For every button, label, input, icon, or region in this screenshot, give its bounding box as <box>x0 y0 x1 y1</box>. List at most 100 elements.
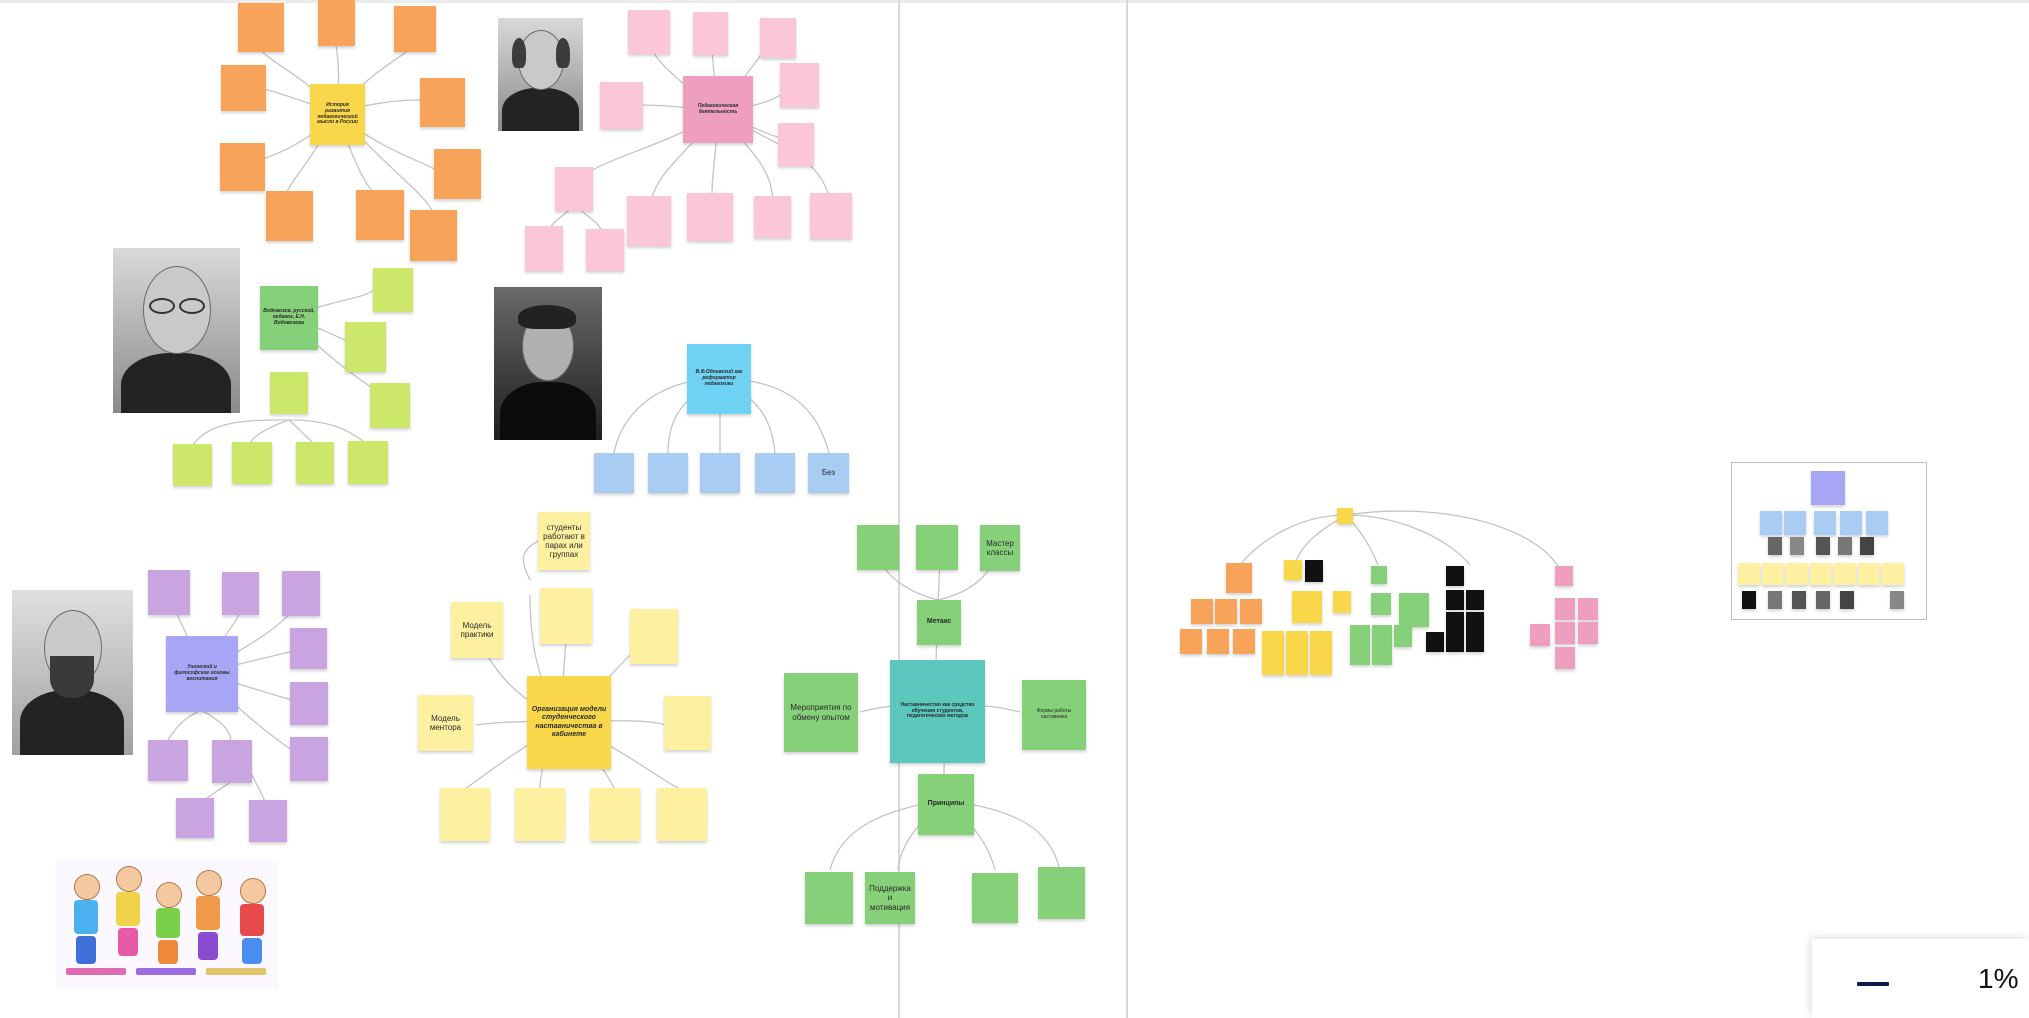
sticky-note-pink-center[interactable]: Педагогическая деятельность <box>683 76 753 143</box>
sticky-note-yellow-center[interactable]: Организация модели студенческого наставн… <box>527 676 611 769</box>
sticky-note[interactable] <box>627 196 671 246</box>
sticky-note[interactable] <box>220 143 265 191</box>
sticky-note[interactable] <box>266 191 313 241</box>
sticky-note[interactable] <box>148 570 190 615</box>
minus-icon <box>1857 982 1889 986</box>
sticky-note-vodovozov[interactable]: Водовозов, русский, педагог, Е.Н. Водово… <box>260 286 318 350</box>
sticky-note[interactable] <box>176 798 214 838</box>
portrait-image <box>113 248 240 413</box>
zoom-controls: 1% <box>1812 939 2029 1018</box>
kids-illustration <box>56 860 278 988</box>
sticky-note[interactable]: Без <box>808 453 849 493</box>
sticky-note[interactable] <box>857 525 899 570</box>
sticky-note[interactable] <box>628 10 670 54</box>
note-text: Поддержка и мотивация <box>869 884 911 912</box>
sticky-note[interactable] <box>148 740 188 781</box>
sticky-note[interactable]: Модель ментора <box>418 695 473 751</box>
sticky-note-purple-center[interactable]: Ушинский и философские основы воспитания <box>166 636 238 712</box>
sticky-note-teal-center[interactable]: Наставничество как средство обучения сту… <box>890 660 985 763</box>
note-text: Формы работы наставника <box>1036 708 1072 720</box>
note-text: Мероприятия по обмену опытом <box>790 703 852 722</box>
sticky-note[interactable] <box>664 696 711 750</box>
sticky-note[interactable] <box>173 444 212 486</box>
sticky-note[interactable] <box>700 453 740 493</box>
sticky-note[interactable] <box>212 740 252 783</box>
sticky-note[interactable] <box>590 788 640 841</box>
sticky-note[interactable]: Модель практики <box>451 602 503 658</box>
note-text: Ушинский и философские основы воспитания <box>174 664 230 682</box>
sticky-note[interactable] <box>270 372 308 414</box>
sticky-note[interactable] <box>370 383 410 428</box>
sticky-note[interactable] <box>778 123 814 166</box>
sticky-note[interactable] <box>434 149 481 199</box>
note-text: Модель практики <box>460 620 494 639</box>
sticky-note[interactable] <box>754 196 791 238</box>
note-text: История развития педагогической мысли в … <box>317 102 358 126</box>
sticky-note-forms[interactable]: Формы работы наставника <box>1022 680 1086 750</box>
sticky-note[interactable] <box>290 628 327 669</box>
sticky-note[interactable] <box>290 737 328 781</box>
sticky-note-principles[interactable]: Принципы <box>918 774 974 835</box>
sticky-note[interactable] <box>755 453 795 493</box>
sticky-note-history-center[interactable]: История развития педагогической мысли в … <box>310 84 365 145</box>
note-text: студенты работают в парах или группах <box>543 522 585 560</box>
sticky-note[interactable] <box>221 65 266 111</box>
sticky-note[interactable] <box>249 800 287 842</box>
note-text: Наставничество как средство обучения сту… <box>900 701 975 720</box>
sticky-note[interactable] <box>657 788 707 841</box>
note-text: Метакс <box>926 618 952 626</box>
sticky-note[interactable] <box>916 525 958 570</box>
sticky-note[interactable] <box>420 78 465 127</box>
sticky-note-master-class[interactable]: Мастер классы <box>980 525 1020 571</box>
sticky-note[interactable] <box>586 229 624 271</box>
sticky-note[interactable] <box>630 609 678 664</box>
sticky-note[interactable] <box>594 453 634 493</box>
frame-divider <box>898 0 900 1018</box>
sticky-note[interactable] <box>356 190 404 240</box>
note-text: Принципы <box>927 800 965 808</box>
sticky-note[interactable] <box>648 453 688 493</box>
zoom-level: 1% <box>1978 963 2019 994</box>
sticky-note[interactable] <box>318 0 355 46</box>
sticky-note[interactable] <box>515 788 565 841</box>
sticky-note[interactable] <box>232 442 272 484</box>
sticky-note[interactable] <box>410 210 457 261</box>
portrait-image <box>498 18 583 131</box>
sticky-note[interactable] <box>555 167 593 211</box>
sticky-note[interactable] <box>394 6 436 52</box>
note-text: Организация модели студенческого наставн… <box>531 706 607 738</box>
sticky-note[interactable] <box>222 572 259 615</box>
sticky-note[interactable] <box>345 322 386 372</box>
sticky-note[interactable] <box>525 226 563 271</box>
top-border <box>0 0 2029 3</box>
sticky-note[interactable] <box>760 18 796 58</box>
sticky-note[interactable] <box>810 193 852 239</box>
sticky-note[interactable] <box>780 63 819 107</box>
sticky-note[interactable] <box>540 588 592 644</box>
sticky-note[interactable]: студенты работают в парах или группах <box>538 512 590 570</box>
sticky-note[interactable] <box>238 3 284 52</box>
sticky-note[interactable] <box>290 682 328 725</box>
sticky-note[interactable] <box>805 872 853 924</box>
sticky-note[interactable] <box>348 441 388 484</box>
note-text: Педагогическая деятельность <box>697 102 739 115</box>
sticky-note[interactable] <box>1038 867 1085 919</box>
sticky-note[interactable] <box>972 873 1018 923</box>
sticky-note-events[interactable]: Мероприятия по обмену опытом <box>784 673 858 752</box>
sticky-note-metaphor[interactable]: Метакс <box>917 600 961 645</box>
sticky-note[interactable] <box>687 193 733 241</box>
sticky-note[interactable] <box>440 788 490 841</box>
sticky-note[interactable] <box>600 82 643 129</box>
sticky-note[interactable] <box>693 12 728 55</box>
note-text: Водовозов, русский, педагог, Е.Н. Водово… <box>263 308 315 326</box>
board-frame[interactable] <box>1731 462 1927 620</box>
sticky-note-blue-center[interactable]: В.Ф.Одоевский как реформатор педагогики <box>687 344 751 414</box>
sticky-note[interactable] <box>373 268 413 312</box>
note-text: Без <box>821 468 836 478</box>
sticky-note[interactable] <box>282 571 320 616</box>
sticky-note[interactable]: Поддержка и мотивация <box>865 872 915 924</box>
sticky-note[interactable] <box>296 442 334 484</box>
zoom-out-button[interactable] <box>1850 969 1896 997</box>
